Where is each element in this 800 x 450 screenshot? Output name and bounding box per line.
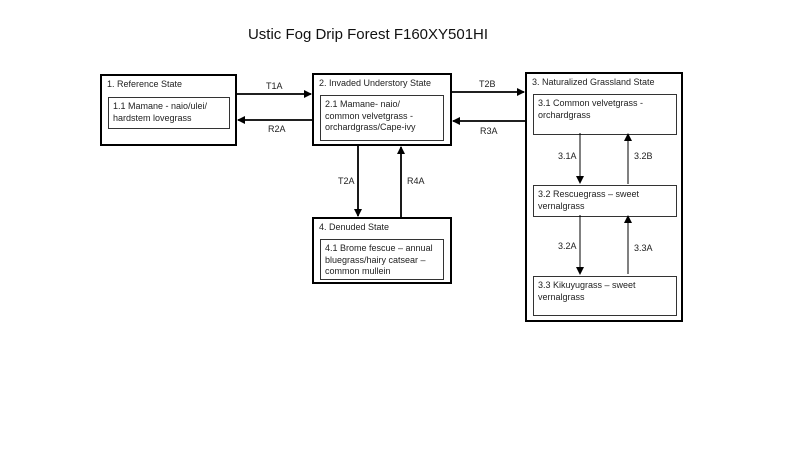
state-4-title: 4. Denuded State (319, 222, 390, 232)
label-t2b: T2B (479, 79, 496, 89)
phase-3-1-box: 3.1 Common velvetgrass - orchardgrass (533, 94, 677, 135)
state-3-title: 3. Naturalized Grassland State (532, 77, 655, 87)
label-3-2b: 3.2B (634, 151, 653, 161)
state-3-box: 3. Naturalized Grassland State 3.1 Commo… (525, 72, 683, 322)
label-3-3a: 3.3A (634, 243, 653, 253)
phase-1-1-box: 1.1 Mamane - naio/ulei/ hardstem lovegra… (108, 97, 230, 129)
phase-3-1-label: 3.1 Common velvetgrass - orchardgrass (538, 98, 644, 120)
phase-2-1-label: 2.1 Mamane- naio/ common velvetgrass - o… (325, 99, 416, 132)
phase-4-1-label: 4.1 Brome fescue – annual bluegrass/hair… (325, 243, 433, 276)
label-3-2a: 3.2A (558, 241, 577, 251)
phase-3-3-box: 3.3 Kikuyugrass – sweet vernalgrass (533, 276, 677, 316)
label-t2a: T2A (338, 176, 355, 186)
label-3-1a: 3.1A (558, 151, 577, 161)
label-r4a: R4A (407, 176, 425, 186)
state-1-box: 1. Reference State 1.1 Mamane - naio/ule… (100, 74, 237, 146)
label-t1a: T1A (266, 81, 283, 91)
phase-2-1-box: 2.1 Mamane- naio/ common velvetgrass - o… (320, 95, 444, 141)
state-4-box: 4. Denuded State 4.1 Brome fescue – annu… (312, 217, 452, 284)
phase-3-3-label: 3.3 Kikuyugrass – sweet vernalgrass (538, 280, 636, 302)
label-r3a: R3A (480, 126, 498, 136)
phase-3-2-label: 3.2 Rescuegrass – sweet vernalgrass (538, 189, 640, 211)
phase-1-1-label: 1.1 Mamane - naio/ulei/ hardstem lovegra… (113, 101, 208, 123)
state-1-title: 1. Reference State (107, 79, 183, 89)
diagram-title: Ustic Fog Drip Forest F160XY501HI (247, 26, 489, 43)
state-2-title: 2. Invaded Understory State (319, 78, 432, 88)
phase-3-2-box: 3.2 Rescuegrass – sweet vernalgrass (533, 185, 677, 217)
phase-4-1-box: 4.1 Brome fescue – annual bluegrass/hair… (320, 239, 444, 280)
label-r2a: R2A (268, 124, 286, 134)
state-2-box: 2. Invaded Understory State 2.1 Mamane- … (312, 73, 452, 146)
